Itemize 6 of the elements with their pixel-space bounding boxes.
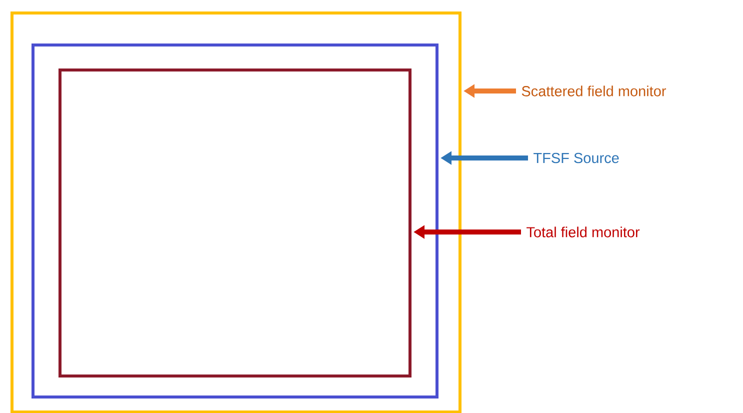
frame <box>58 68 412 378</box>
label: TFSF Source <box>534 152 619 164</box>
label: Scattered field monitor <box>522 86 666 96</box>
label: Total field monitor <box>526 226 640 238</box>
frame <box>32 44 438 398</box>
frame <box>10 12 462 413</box>
